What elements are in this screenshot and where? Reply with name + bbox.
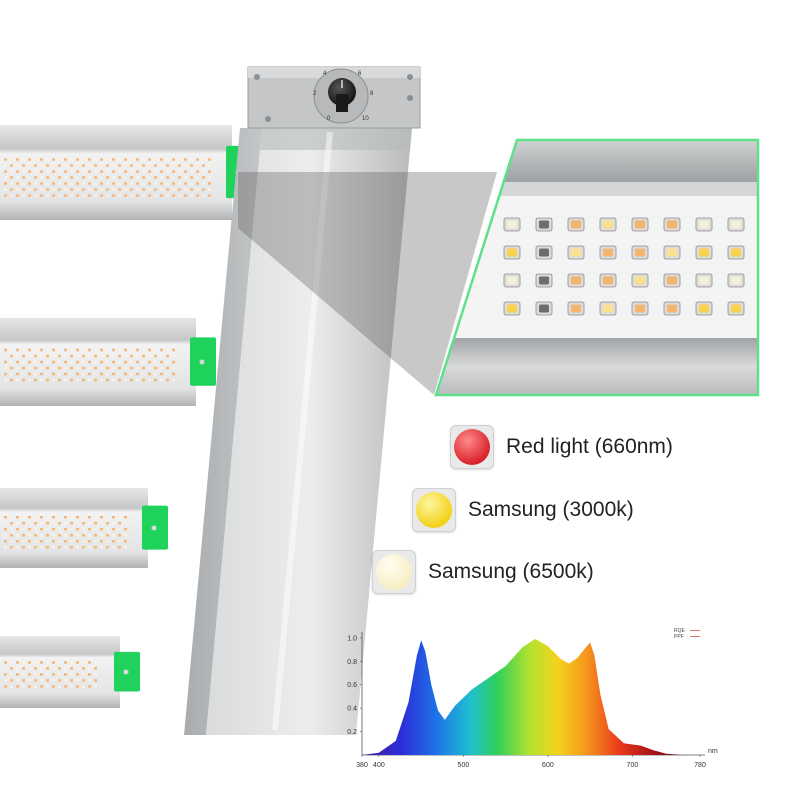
screw-icon [254,74,260,80]
x-tick-label: 600 [542,762,554,769]
y-tick-label: 0.4 [347,706,357,713]
legend-red-light: Red light (660nm) [450,425,673,469]
x-tick-label: 780 [694,762,706,769]
screw-icon [407,74,413,80]
x-tick-label: 500 [458,762,470,769]
dimmer-scale-label: 4 [323,71,327,77]
led-bar [0,636,140,708]
led-bar [0,318,216,406]
legend-label: Samsung (6500k) [428,560,594,583]
spectrum-curve [362,639,700,755]
screw-icon [407,95,413,101]
chart-legend-label: PPF [674,634,684,640]
led-bar [0,125,252,220]
red-led-icon [450,425,494,469]
dimmer-scale-label: 6 [358,71,362,77]
dimmer-cap: 4 6 2 8 0 10 [247,66,421,129]
dimmer-scale-label: 10 [362,116,369,122]
dimmer-scale-label: 2 [313,91,317,97]
dimmer-knob[interactable] [328,78,356,112]
y-tick-label: 1.0 [347,635,357,642]
cool-white-led-icon [372,550,416,594]
y-tick-label: 0.2 [347,729,357,736]
dimmer-scale-label: 8 [370,91,374,97]
warm-white-led-icon [412,488,456,532]
legend-samsung-3000k: Samsung (3000k) [412,488,634,532]
x-unit-label: nm [708,748,718,755]
dimmer-scale-label: 0 [327,116,331,122]
x-tick-label: 700 [627,762,639,769]
led-bar-group [0,125,252,708]
screw-icon [265,116,271,122]
callout-connector [238,172,497,395]
y-tick-label: 0.6 [347,682,357,689]
y-tick-label: 0.8 [347,659,357,666]
led-bar [0,488,168,568]
driver-housing [184,128,412,735]
legend-samsung-6500k: Samsung (6500k) [372,550,594,594]
x-tick-label: 400 [373,762,385,769]
legend-label: Samsung (3000k) [468,498,634,521]
chart-legend-label: RQE [674,628,686,634]
x-tick-label: 380 [356,762,368,769]
legend-label: Red light (660nm) [506,435,673,458]
